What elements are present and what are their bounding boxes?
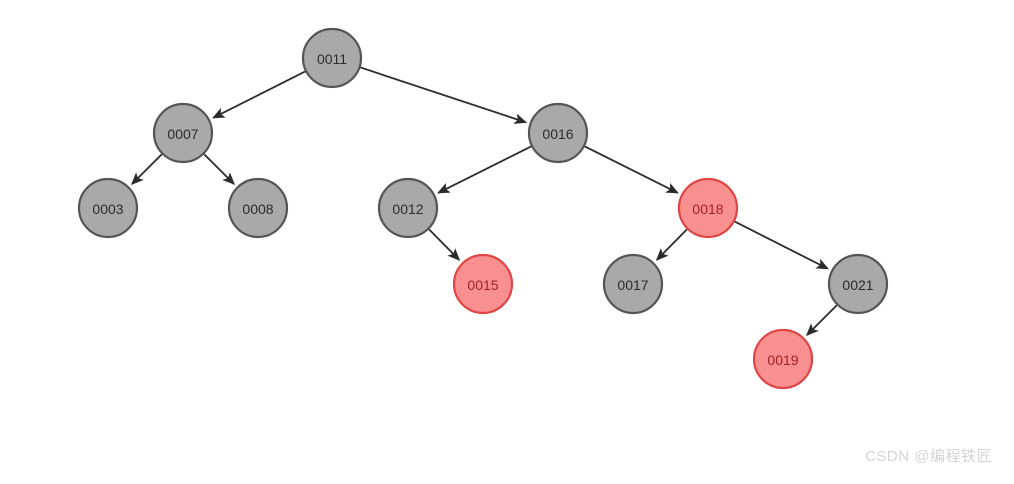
edge-0018-0021 (734, 220, 829, 270)
node-label-0018: 0018 (692, 201, 723, 217)
watermark-text: CSDN @编程铁匠 (865, 448, 992, 465)
node-circle-0007[interactable] (152, 102, 214, 164)
node-label-0021: 0021 (842, 277, 873, 293)
edges-layer (131, 66, 838, 336)
node-circle-0011[interactable] (301, 27, 363, 89)
node-circle-0003[interactable] (77, 177, 139, 239)
node-label-0003: 0003 (92, 201, 123, 217)
node-circle-0015[interactable] (452, 253, 514, 315)
tree-node-0015[interactable]: 0015 (452, 253, 514, 315)
node-label-0007: 0007 (167, 126, 198, 142)
node-circle-0018[interactable] (677, 177, 739, 239)
tree-node-0003[interactable]: 0003 (77, 177, 139, 239)
node-circle-0008[interactable] (227, 177, 289, 239)
node-label-0016: 0016 (542, 126, 573, 142)
node-circle-0016[interactable] (527, 102, 589, 164)
edge-0021-0019 (806, 304, 838, 336)
edge-0007-0003 (131, 153, 163, 185)
nodes-layer: 0011 0007 0016 0003 0008 0012 0018 0015 0017 0021… (77, 27, 889, 390)
node-label-0019: 0019 (767, 352, 798, 368)
tree-node-0019[interactable]: 0019 (752, 328, 814, 390)
node-circle-0017[interactable] (602, 253, 664, 315)
tree-node-0011[interactable]: 0011 (301, 27, 363, 89)
tree-node-0021[interactable]: 0021 (827, 253, 889, 315)
edge-0011-0007 (212, 70, 306, 119)
node-label-0015: 0015 (467, 277, 498, 293)
node-circle-0019[interactable] (752, 328, 814, 390)
edge-0016-0018 (584, 145, 679, 194)
node-label-0011: 0011 (317, 51, 347, 67)
tree-node-0007[interactable]: 0007 (152, 102, 214, 164)
edge-0012-0015 (428, 228, 461, 261)
edge-0016-0012 (437, 145, 532, 194)
tree-node-0016[interactable]: 0016 (527, 102, 589, 164)
node-label-0017: 0017 (617, 277, 648, 293)
node-circle-0012[interactable] (377, 177, 439, 239)
edge-0018-0017 (655, 228, 688, 261)
node-circle-0021[interactable] (827, 253, 889, 315)
node-label-0008: 0008 (242, 201, 273, 217)
tree-node-0017[interactable]: 0017 (602, 253, 664, 315)
edge-0011-0016 (360, 66, 528, 124)
node-label-0012: 0012 (392, 201, 423, 217)
tree-node-0008[interactable]: 0008 (227, 177, 289, 239)
tree-node-0018[interactable]: 0018 (677, 177, 739, 239)
tree-node-0012[interactable]: 0012 (377, 177, 439, 239)
edge-0007-0008 (203, 153, 235, 185)
